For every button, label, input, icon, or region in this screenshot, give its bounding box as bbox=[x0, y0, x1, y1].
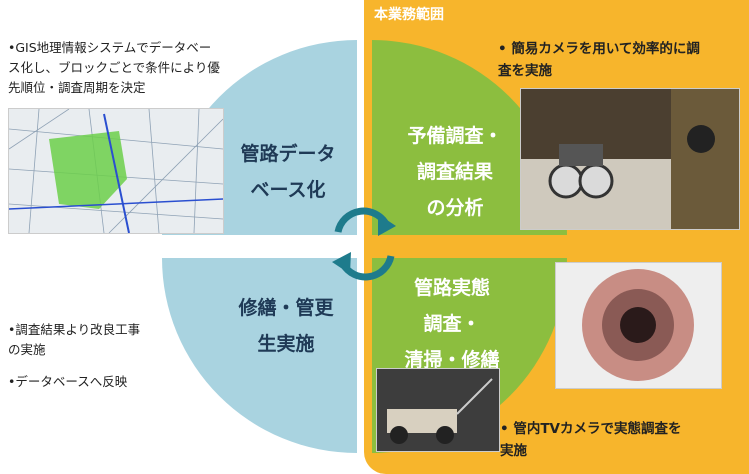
quadrant-top-right bbox=[372, 40, 567, 235]
gis-map-image bbox=[8, 108, 224, 234]
note-gis: •GIS地理情報システムでデータベース化し、ブロックごとで条件により優先順位・調… bbox=[8, 40, 220, 95]
scope-label: 本業務範囲 bbox=[374, 7, 444, 23]
note-tv-camera: • 管内TVカメラで実態調査を実施 bbox=[500, 421, 682, 459]
note-camera: • 簡易カメラを用いて効率的に調査を実施 bbox=[498, 41, 700, 79]
quadrant-label-database: 管路データベース化 bbox=[240, 143, 336, 201]
quadrant-label-repair: 修繕・管更生実施 bbox=[238, 297, 334, 355]
robot-camera-photo bbox=[376, 368, 500, 452]
note-database: •データベースへ反映 bbox=[8, 374, 128, 389]
cycle-arrow-icon bbox=[332, 207, 396, 281]
quadrant-label-survey: 管路実態調査・清掃・修繕 bbox=[404, 277, 500, 371]
camera-photo bbox=[520, 88, 740, 230]
pipe-tv-photo bbox=[555, 262, 722, 389]
note-improvement: •調査結果より改良工事の実施 bbox=[8, 322, 141, 357]
quadrant-bottom-left bbox=[162, 258, 357, 453]
quadrant-label-analysis: 予備調査・調査結果の分析 bbox=[407, 125, 503, 219]
